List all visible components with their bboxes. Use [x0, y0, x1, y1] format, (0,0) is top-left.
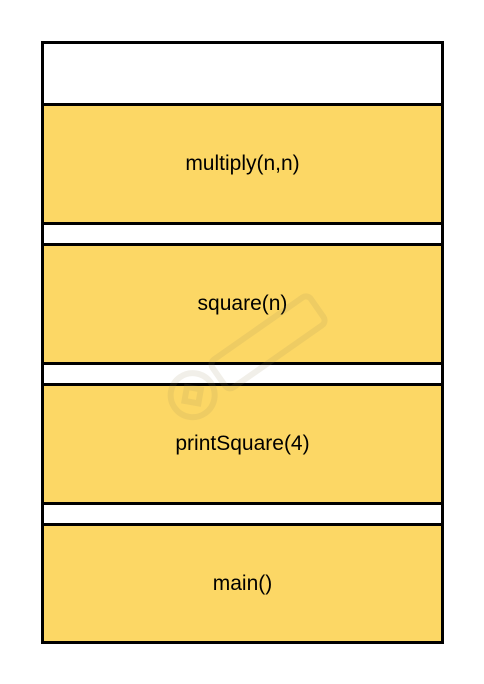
frame-label: square(n)	[197, 292, 288, 315]
frame-label: printSquare(4)	[175, 432, 310, 455]
stack-frame-multiply: multiply(n,n)	[44, 103, 441, 225]
frame-label: main()	[212, 571, 273, 595]
stack-frame-main: main()	[44, 523, 441, 641]
frame-label: multiply(n,n)	[185, 152, 300, 175]
call-stack: multiply(n,n) square(n) printSquare(4) m…	[41, 41, 444, 644]
stack-frame-square: square(n)	[44, 243, 441, 365]
stack-frame-printsquare: printSquare(4)	[44, 383, 441, 505]
